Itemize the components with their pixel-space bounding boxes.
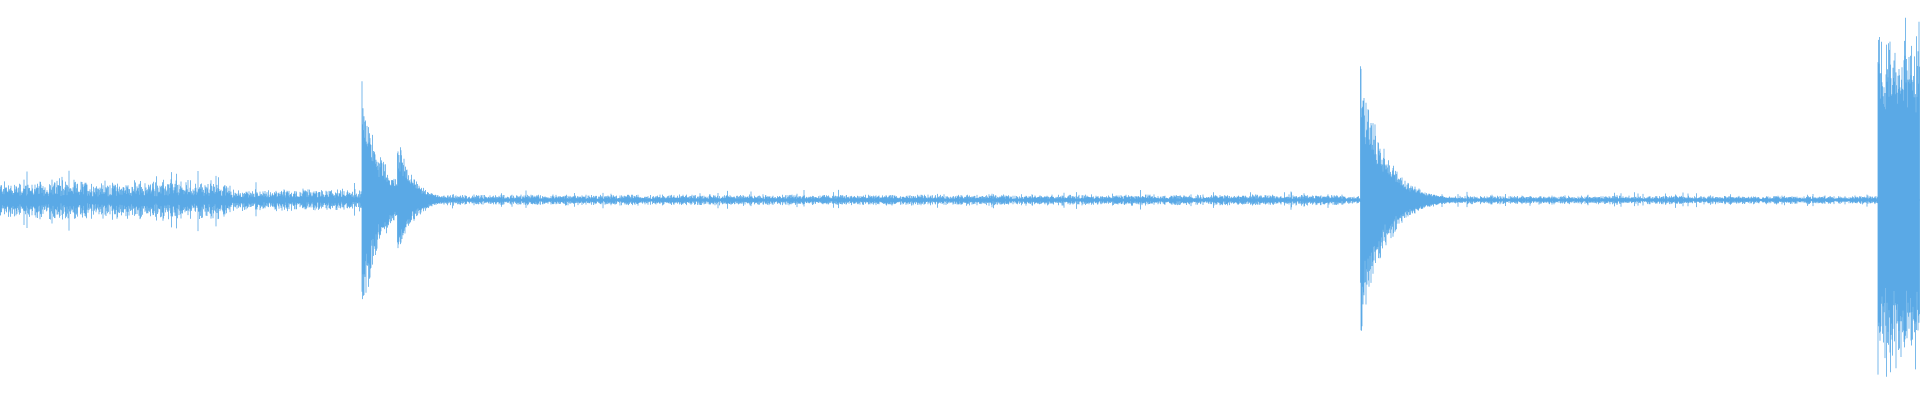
waveform-lines (0, 17, 1920, 377)
